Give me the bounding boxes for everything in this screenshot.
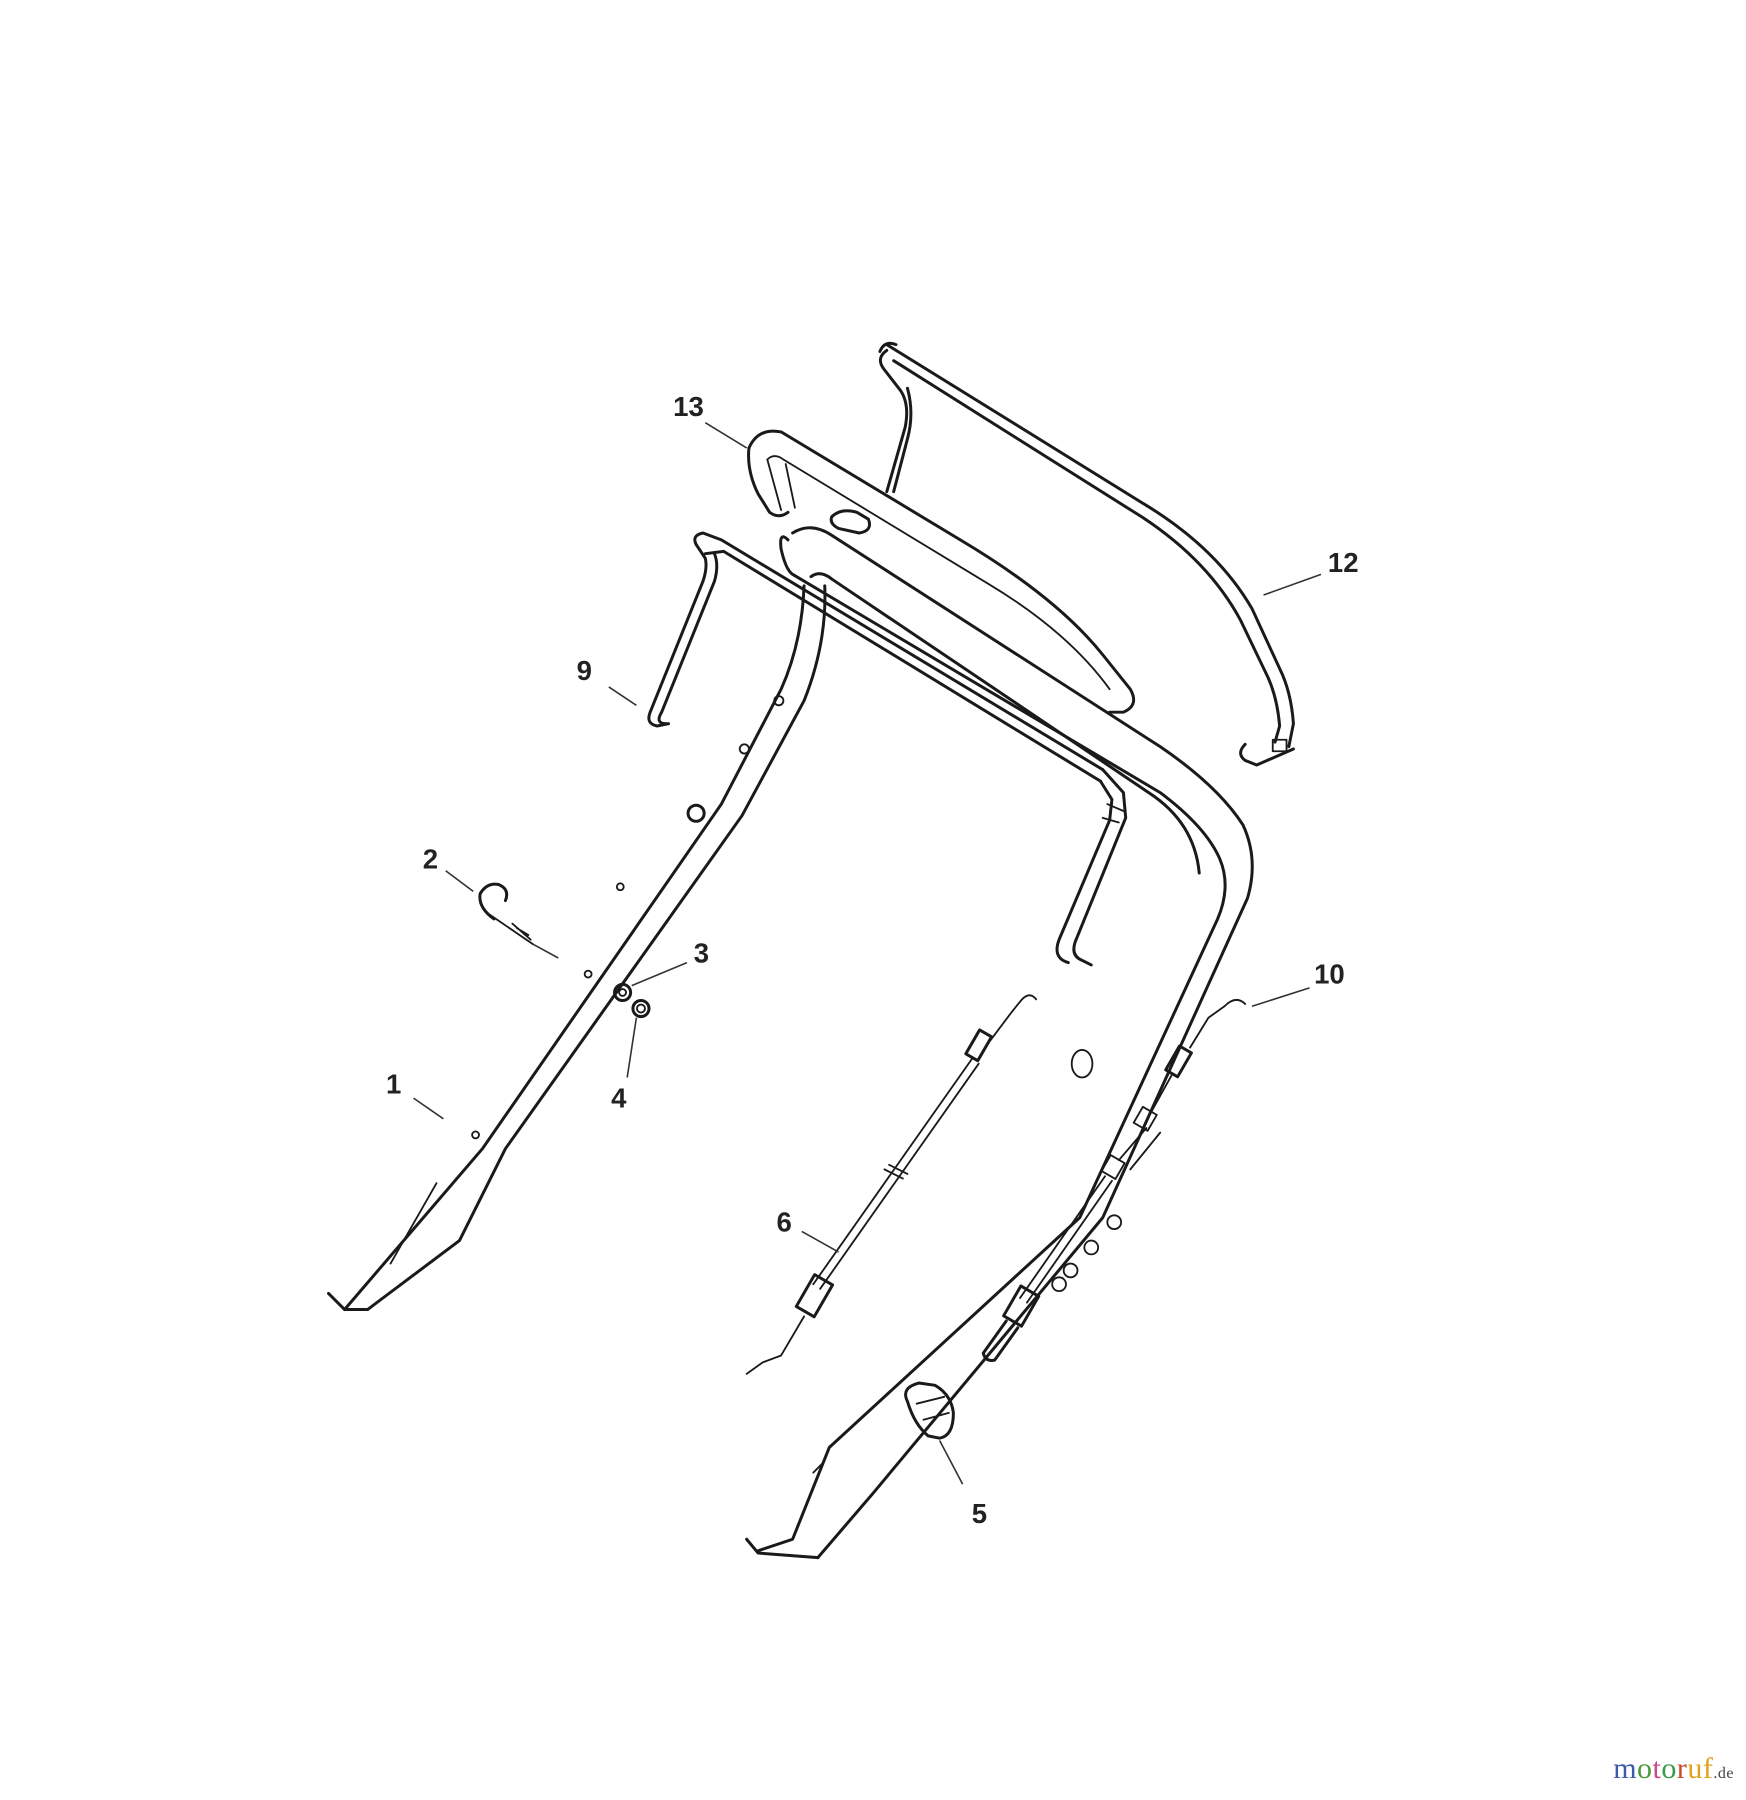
label-6: 6 [777, 1206, 792, 1237]
label-12: 12 [1328, 547, 1359, 578]
logo-letter: m [1613, 1752, 1638, 1785]
part-10-cable [981, 999, 1247, 1362]
part-5-clip [904, 1381, 955, 1440]
logo-letter: uf [1687, 1752, 1714, 1785]
label-5: 5 [972, 1498, 987, 1529]
logo-letter: t [1652, 1752, 1662, 1785]
label-3: 3 [694, 938, 709, 969]
label-1: 1 [386, 1069, 401, 1100]
logo-tld: .de [1713, 1765, 1734, 1782]
part-6-cable [745, 994, 1038, 1375]
label-9: 9 [577, 655, 592, 686]
label-2: 2 [423, 843, 438, 874]
label-13: 13 [673, 391, 704, 422]
part-12-drive-bail [878, 341, 1295, 767]
part-13-lever-cover [747, 429, 1136, 714]
motoruf-watermark-logo: motoruf.de [1613, 1752, 1734, 1786]
label-10: 10 [1314, 958, 1345, 989]
logo-letter: o [1661, 1752, 1677, 1785]
main-handle-frame [327, 526, 1254, 1560]
part-4-nut [631, 999, 651, 1019]
leader-lines [413, 422, 1322, 1485]
callout-labels: 1 2 3 4 5 6 9 10 12 13 [386, 391, 1359, 1529]
logo-letter: o [1637, 1752, 1653, 1785]
part-2-hook [478, 882, 534, 946]
part-9-bail-bar [647, 531, 1128, 967]
logo-letter: r [1676, 1752, 1688, 1785]
label-4: 4 [611, 1082, 627, 1113]
part-3-washer [613, 982, 633, 1003]
